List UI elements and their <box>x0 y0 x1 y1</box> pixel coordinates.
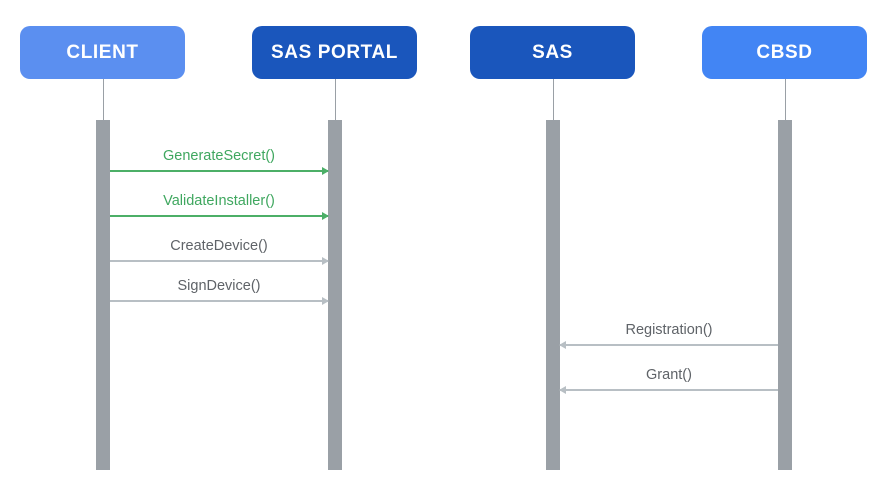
arrowhead-icon <box>559 341 566 349</box>
message-arrow-3 <box>110 297 329 305</box>
message-label-1: ValidateInstaller() <box>163 193 275 209</box>
message-label-0: GenerateSecret() <box>162 148 276 164</box>
lifeline-client <box>103 79 104 120</box>
participant-label: CBSD <box>756 41 813 63</box>
arrowhead-icon <box>322 167 329 175</box>
participant-label: SAS <box>532 41 573 63</box>
arrowhead-icon <box>322 297 329 305</box>
message-line <box>110 260 328 262</box>
activation-bar-client <box>96 120 110 470</box>
participant-box-sas[interactable]: SAS <box>470 26 635 79</box>
participant-label: CLIENT <box>66 41 139 63</box>
lifeline-cbsd <box>785 79 786 120</box>
message-arrow-5 <box>559 386 778 394</box>
participant-box-sas-portal[interactable]: SAS PORTAL <box>252 26 417 79</box>
lifeline-sas-portal <box>335 79 336 120</box>
arrowhead-icon <box>559 386 566 394</box>
message-label-3: SignDevice() <box>177 278 261 294</box>
message-line <box>560 344 778 346</box>
message-line <box>110 170 328 172</box>
participant-label: SAS PORTAL <box>270 41 399 63</box>
message-arrow-1 <box>110 212 329 220</box>
activation-bar-cbsd <box>778 120 792 470</box>
message-line <box>560 389 778 391</box>
message-arrow-0 <box>110 167 329 175</box>
arrowhead-icon <box>322 257 329 265</box>
message-label-5: Grant() <box>646 367 692 383</box>
message-line <box>110 215 328 217</box>
participant-box-client[interactable]: CLIENT <box>20 26 185 79</box>
activation-bar-sas <box>546 120 560 470</box>
participant-box-cbsd[interactable]: CBSD <box>702 26 867 79</box>
lifeline-sas <box>553 79 554 120</box>
message-label-4: Registration() <box>625 322 713 338</box>
arrowhead-icon <box>322 212 329 220</box>
message-line <box>110 300 328 302</box>
message-label-2: CreateDevice() <box>170 238 268 254</box>
message-arrow-4 <box>559 341 778 349</box>
activation-bar-sas-portal <box>328 120 342 470</box>
message-arrow-2 <box>110 257 329 265</box>
